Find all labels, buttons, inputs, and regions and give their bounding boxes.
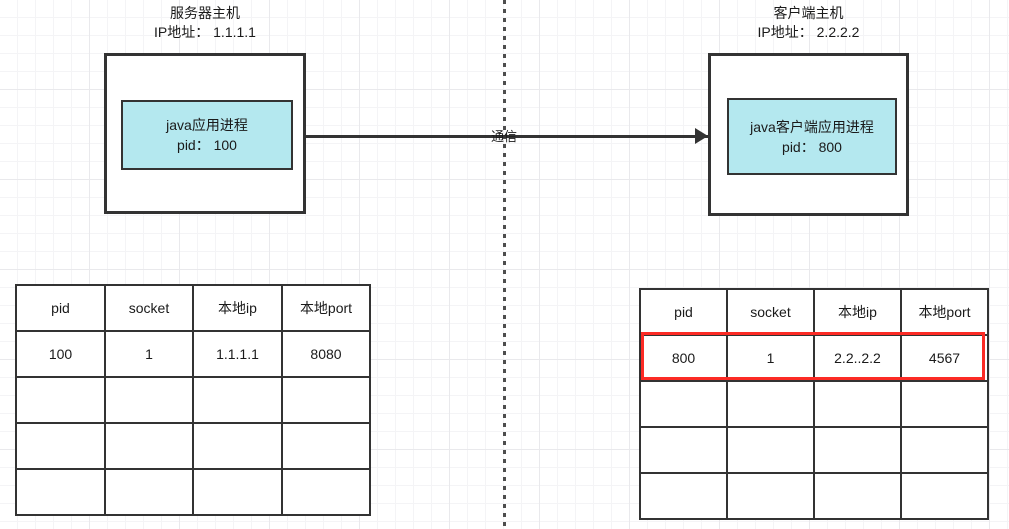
server-row3-local-ip bbox=[192, 468, 283, 516]
client-table-header-row: pid socket 本地ip 本地port bbox=[639, 288, 989, 336]
server-row1-pid bbox=[15, 376, 106, 424]
server-row3-local-port bbox=[281, 468, 371, 516]
server-row3-socket bbox=[104, 468, 194, 516]
client-row1-local-port bbox=[900, 380, 989, 428]
server-table-header-row: pid socket 本地ip 本地port bbox=[15, 284, 371, 332]
client-host-title: 客户端主机 IP地址： 2.2.2.2 bbox=[708, 4, 909, 42]
client-process-name: java客户端应用进程 bbox=[750, 118, 874, 135]
table-row bbox=[639, 426, 989, 474]
client-row2-socket bbox=[726, 426, 815, 474]
client-row1-pid bbox=[639, 380, 728, 428]
server-table-header-local-port: 本地port bbox=[281, 284, 371, 332]
server-process-pid: pid： 100 bbox=[177, 137, 237, 153]
server-row1-socket bbox=[104, 376, 194, 424]
table-row: 800 1 2.2..2.2 4567 bbox=[639, 334, 989, 382]
server-row3-pid bbox=[15, 468, 106, 516]
client-host-name: 客户端主机 bbox=[773, 5, 844, 21]
server-row0-local-ip: 1.1.1.1 bbox=[192, 330, 283, 378]
server-table-header-socket: socket bbox=[104, 284, 194, 332]
client-row1-socket bbox=[726, 380, 815, 428]
server-process-box: java应用进程 pid： 100 bbox=[121, 100, 293, 170]
communication-arrow-head-icon bbox=[695, 128, 708, 144]
client-socket-table: pid socket 本地ip 本地port 800 1 2.2..2.2 45… bbox=[639, 288, 989, 520]
server-host-name: 服务器主机 bbox=[170, 5, 240, 21]
client-table-header-pid: pid bbox=[639, 288, 728, 336]
client-row2-pid bbox=[639, 426, 728, 474]
client-table-header-socket: socket bbox=[726, 288, 815, 336]
server-row2-socket bbox=[104, 422, 194, 470]
client-row2-local-ip bbox=[813, 426, 902, 474]
table-row bbox=[639, 380, 989, 428]
client-table-header-local-ip: 本地ip bbox=[813, 288, 902, 336]
client-row0-local-ip: 2.2..2.2 bbox=[813, 334, 902, 382]
server-row2-pid bbox=[15, 422, 106, 470]
client-host-ip: IP地址： 2.2.2.2 bbox=[757, 24, 860, 40]
server-row0-local-port: 8080 bbox=[281, 330, 371, 378]
client-row0-pid: 800 bbox=[639, 334, 728, 382]
server-row2-local-ip bbox=[192, 422, 283, 470]
client-row1-local-ip bbox=[813, 380, 902, 428]
client-process-box: java客户端应用进程 pid： 800 bbox=[727, 98, 897, 175]
client-row3-socket bbox=[726, 472, 815, 520]
server-row0-pid: 100 bbox=[15, 330, 106, 378]
table-row bbox=[639, 472, 989, 520]
server-host-title: 服务器主机 IP地址： 1.1.1.1 bbox=[104, 4, 306, 42]
server-row0-socket: 1 bbox=[104, 330, 194, 378]
server-row1-local-port bbox=[281, 376, 371, 424]
server-host-ip: IP地址： 1.1.1.1 bbox=[154, 24, 256, 40]
table-row bbox=[15, 376, 371, 424]
client-row0-local-port: 4567 bbox=[900, 334, 989, 382]
communication-arrow-line bbox=[305, 135, 709, 138]
client-table-header-local-port: 本地port bbox=[900, 288, 989, 336]
server-table-header-local-ip: 本地ip bbox=[192, 284, 283, 332]
client-row3-local-ip bbox=[813, 472, 902, 520]
client-row3-pid bbox=[639, 472, 728, 520]
server-row2-local-port bbox=[281, 422, 371, 470]
table-row bbox=[15, 468, 371, 516]
client-row2-local-port bbox=[900, 426, 989, 474]
server-row1-local-ip bbox=[192, 376, 283, 424]
table-row bbox=[15, 422, 371, 470]
client-row0-socket: 1 bbox=[726, 334, 815, 382]
network-boundary-divider bbox=[503, 0, 506, 529]
table-row: 100 1 1.1.1.1 8080 bbox=[15, 330, 371, 378]
server-host-box: java应用进程 pid： 100 bbox=[104, 53, 306, 214]
server-table-header-pid: pid bbox=[15, 284, 106, 332]
client-host-box: java客户端应用进程 pid： 800 bbox=[708, 53, 909, 216]
server-process-name: java应用进程 bbox=[166, 117, 248, 133]
server-socket-table: pid socket 本地ip 本地port 100 1 1.1.1.1 808… bbox=[15, 284, 371, 516]
communication-arrow-label: 通信 bbox=[490, 129, 517, 144]
client-row3-local-port bbox=[900, 472, 989, 520]
client-process-pid: pid： 800 bbox=[782, 138, 842, 155]
